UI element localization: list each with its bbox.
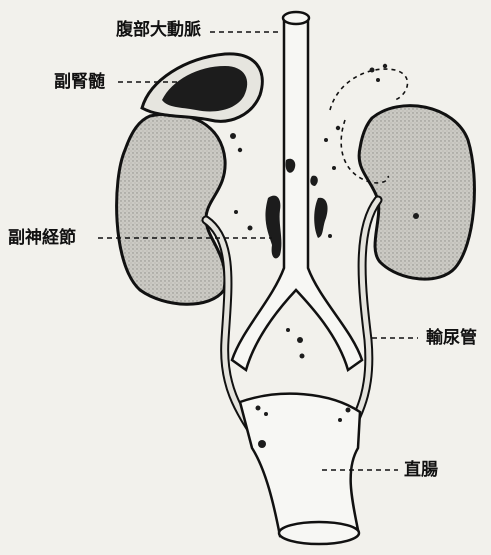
- rectum: [240, 394, 360, 536]
- label-adrenal-medulla: 副腎髄: [54, 74, 105, 91]
- aorta-opening: [283, 12, 309, 24]
- left-kidney: [117, 114, 226, 304]
- label-abdominal-aorta: 腹部大動脈: [116, 22, 201, 39]
- right-kidney: [359, 106, 474, 279]
- paraganglion-body-right: [314, 198, 327, 238]
- label-paraganglion: 副神経節: [8, 230, 76, 247]
- label-rectum: 直腸: [404, 462, 438, 479]
- paraganglion-body: [265, 196, 281, 259]
- label-ureter: 輸尿管: [426, 330, 477, 347]
- rectum-opening: [279, 522, 359, 544]
